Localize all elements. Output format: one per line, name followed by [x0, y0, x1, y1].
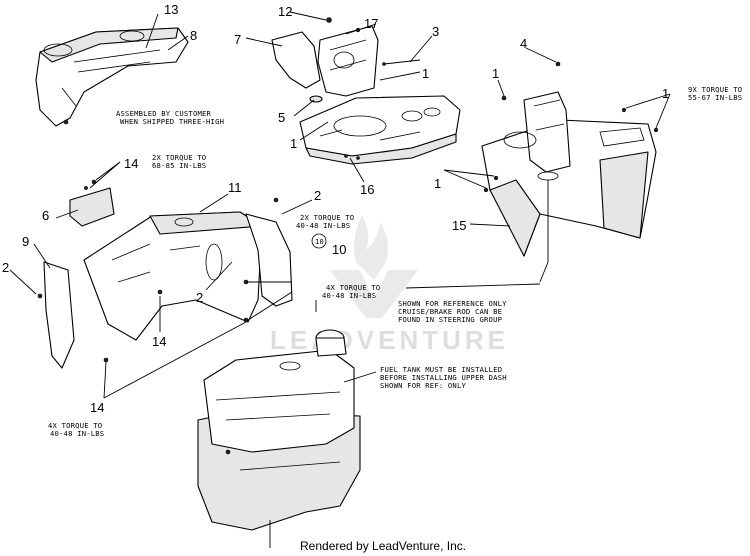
callout-11: 11	[228, 180, 242, 195]
callout-14-c: 14	[90, 400, 104, 415]
callout-2-a: 2	[314, 188, 321, 203]
note-torque-2x-68-line-2: 68-85 IN-LBS	[152, 161, 206, 170]
fuel-tank-assembly	[197, 329, 361, 548]
rendered-by-footer: Rendered by LeadVenture, Inc.	[300, 539, 466, 553]
note-fuel-tank-line-3: SHOWN FOR REF: ONLY	[380, 381, 466, 390]
callout-7: 7	[234, 32, 241, 47]
watermark-text: LEADVENTURE	[270, 325, 509, 355]
callout-14-a: 14	[124, 156, 138, 171]
note-reference-line-2: CRUISE/BRAKE ROD CAN BE	[398, 307, 502, 316]
left-side-panel	[37, 261, 109, 369]
right-side-panel	[245, 197, 293, 307]
callout-6: 6	[42, 208, 49, 223]
callout-10: 10	[332, 242, 346, 257]
callout-5: 5	[278, 110, 285, 125]
note-reference-line-1: SHOWN FOR REFERENCE ONLY	[398, 299, 507, 308]
callout-12: 12	[278, 4, 292, 19]
callout-2-c: 2	[196, 290, 203, 305]
callout-1-a: 1	[422, 66, 429, 81]
leader-lines	[9, 11, 671, 399]
note-assembled-line-2: WHEN SHIPPED THREE-HIGH	[120, 117, 224, 126]
callout-3: 3	[432, 24, 439, 39]
callout-numbers: 13 8 12 17 7 3 4 1 1 1 5 1 1 16 15 14 11…	[2, 2, 669, 415]
callout-16: 16	[360, 182, 374, 197]
callout-1-b: 1	[492, 66, 499, 81]
note-torque-2x-40-line-1: 2X TORQUE TO	[300, 213, 354, 222]
note-fuel-tank-line-1: FUEL TANK MUST BE INSTALLED	[380, 365, 502, 374]
callout-10-circle	[311, 233, 327, 249]
callout-1-c: 1	[662, 86, 669, 101]
upper-dash-cover	[35, 27, 189, 127]
note-torque-4x-right-line-2: 40-48 IN-LBS	[322, 291, 376, 300]
callout-14-b: 14	[152, 334, 166, 349]
callout-10-circled: 10	[315, 237, 324, 246]
assembly-notes: ASSEMBLED BY CUSTOMER WHEN SHIPPED THREE…	[48, 85, 742, 438]
callout-1-d: 1	[290, 136, 297, 151]
small-bracket	[69, 179, 115, 227]
rear-body-column-assembly	[481, 61, 659, 283]
note-torque-4x-left-line-1: 4X TORQUE TO	[48, 421, 102, 430]
callout-4: 4	[520, 36, 527, 51]
center-bracket-assembly	[271, 17, 421, 103]
note-reference-line-3: FOUND IN STEERING GROUP	[398, 315, 502, 324]
note-fuel-tank-line-2: BEFORE INSTALLING UPPER DASH	[380, 373, 507, 382]
watermark-logo: LEADVENTURE	[270, 215, 509, 355]
note-torque-4x-left-line-2: 40-48 IN-LBS	[50, 429, 104, 438]
callout-15: 15	[452, 218, 466, 233]
callout-9: 9	[22, 234, 29, 249]
note-torque-4x-right-line-1: 4X TORQUE TO	[326, 283, 380, 292]
note-assembled-line-1: ASSEMBLED BY CUSTOMER	[116, 109, 212, 118]
note-torque-2x-68-line-1: 2X TORQUE TO	[152, 153, 206, 162]
floor-tray	[299, 95, 461, 165]
callout-8: 8	[190, 28, 197, 43]
callout-17: 17	[364, 16, 378, 31]
lower-dash	[83, 211, 263, 341]
note-torque-9x-line-2: 55-67 IN-LBS	[688, 93, 742, 102]
callout-1-e: 1	[434, 176, 441, 191]
callout-13: 13	[164, 2, 178, 17]
note-torque-2x-40-line-2: 40-48 IN-LBS	[296, 221, 350, 230]
callout-2-b: 2	[2, 260, 9, 275]
note-torque-9x-line-1: 9X TORQUE TO	[688, 85, 742, 94]
